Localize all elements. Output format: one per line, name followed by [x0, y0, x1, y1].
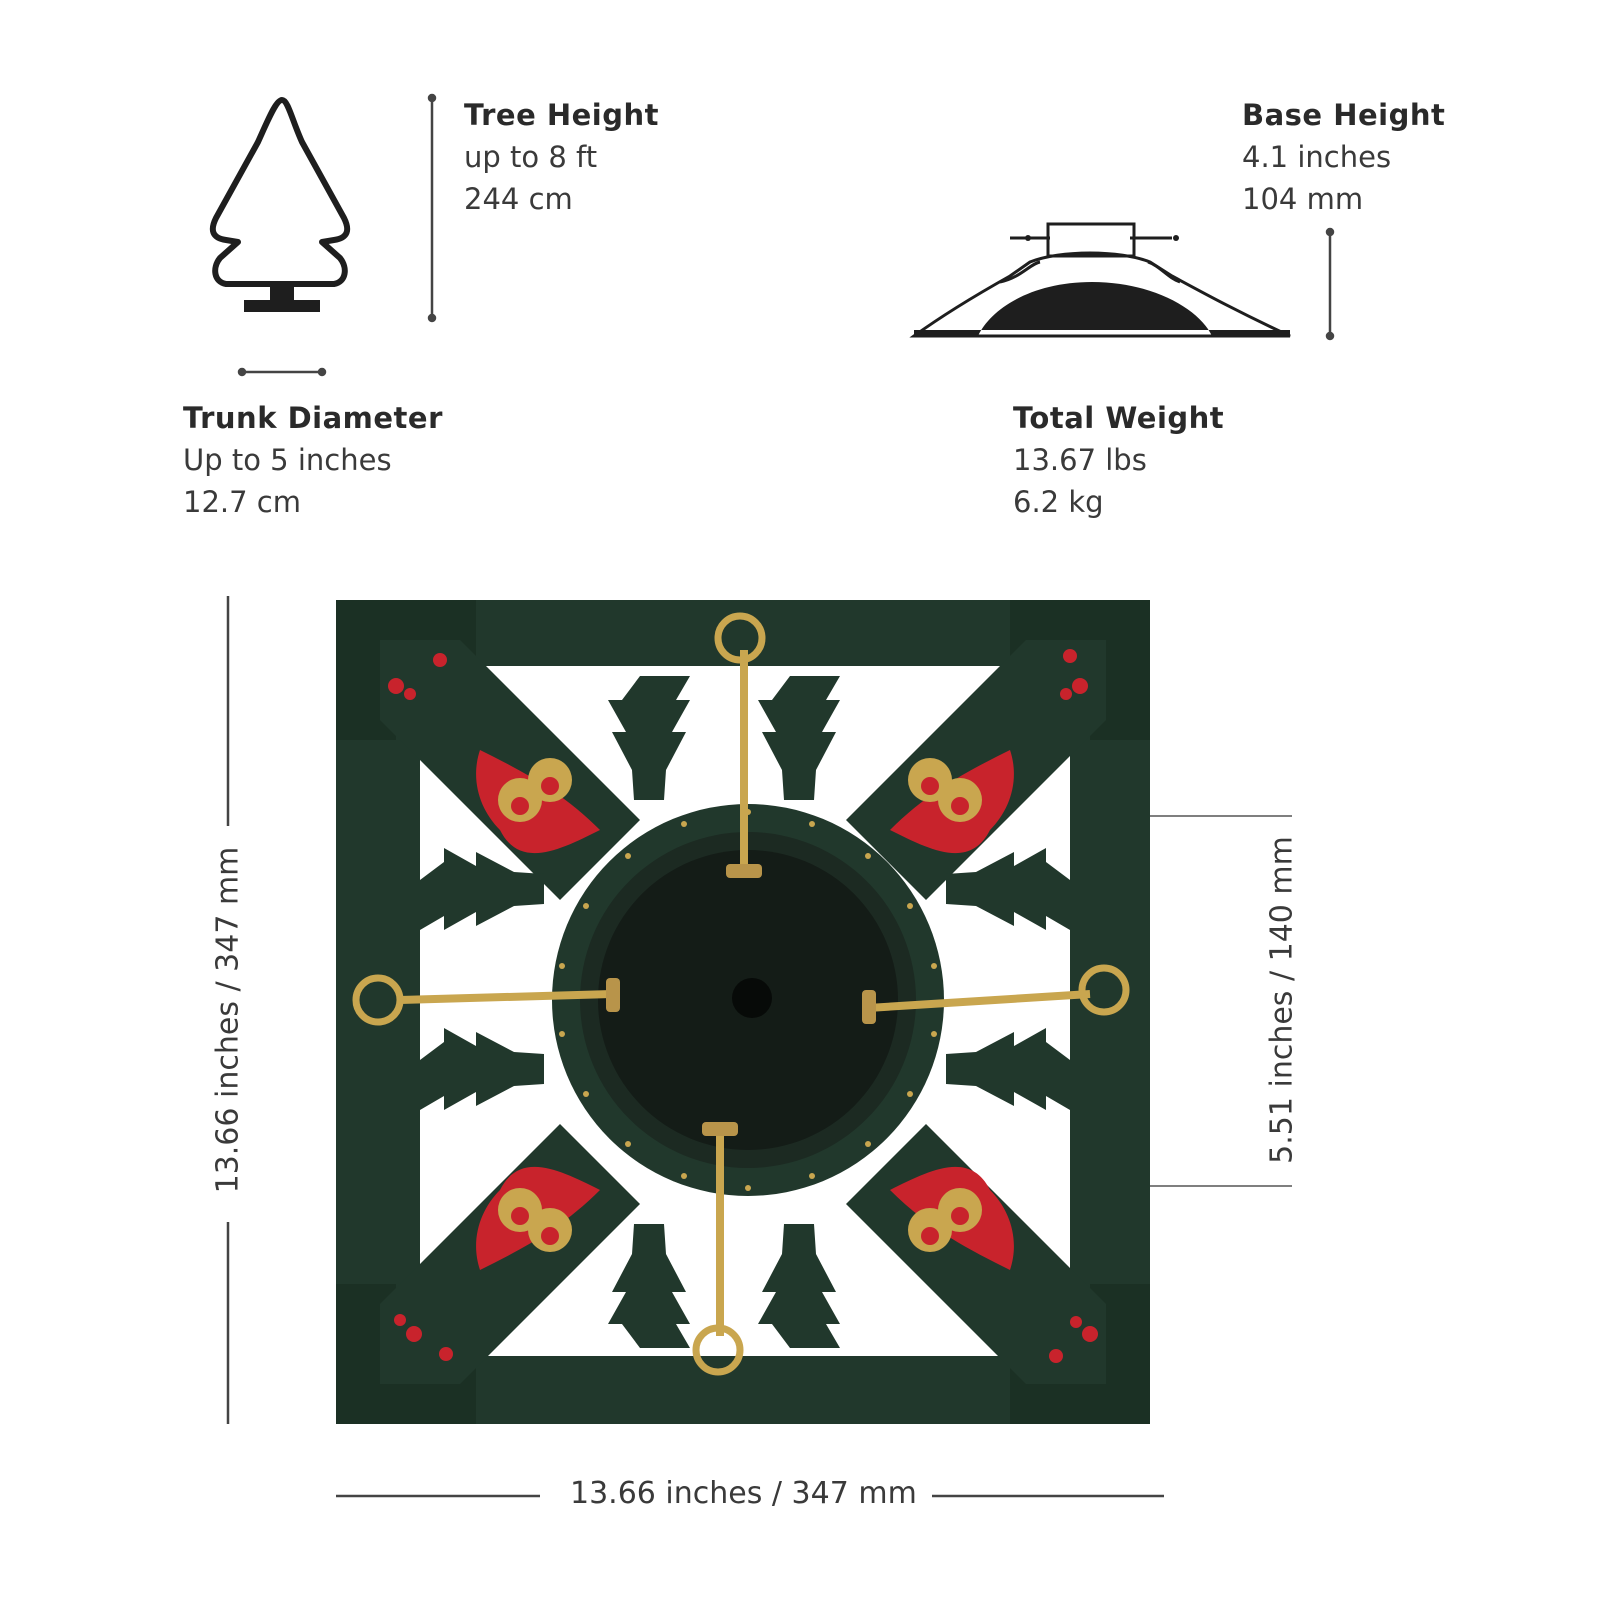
tree-height-line: [427, 93, 437, 323]
base-height-imperial: 4.1 inches: [1242, 140, 1392, 174]
tree-height-metric: 244 cm: [464, 182, 573, 216]
base-height-metric: 104 mm: [1242, 182, 1364, 216]
trunk-diameter-line: [237, 367, 327, 377]
height-dimension-label: 13.66 inches / 347 mm: [210, 846, 246, 1194]
base-height-line: [1325, 227, 1335, 341]
total-weight-imperial: 13.67 lbs: [1013, 443, 1147, 477]
tree-stand-base-icon: [244, 284, 320, 312]
width-dimension-label: 13.66 inches / 347 mm: [570, 1476, 917, 1511]
eye-bolt-top: [714, 612, 766, 878]
trunk-diameter-spec: Trunk Diameter Up to 5 inches 12.7 cm: [183, 397, 443, 523]
bell-decoration-tr: [890, 750, 1014, 854]
base-height-title: Base Height: [1242, 98, 1446, 132]
bell-decoration-tl: [476, 750, 600, 854]
total-weight-title: Total Weight: [1013, 401, 1225, 435]
trunk-diameter-title: Trunk Diameter: [183, 401, 443, 435]
tree-height-spec: Tree Height up to 8 ft 244 cm: [464, 94, 659, 220]
eye-bolt-left: [352, 974, 620, 1026]
eye-bolt-right: [862, 964, 1130, 1024]
eye-bolt-bottom: [692, 1122, 744, 1376]
trunk-diameter-metric: 12.7 cm: [183, 485, 301, 519]
base-profile-icon: [909, 222, 1291, 338]
tree-outline-icon: [209, 97, 351, 287]
base-height-spec: Base Height 4.1 inches 104 mm: [1242, 94, 1445, 220]
tree-height-imperial: up to 8 ft: [464, 140, 598, 174]
trunk-diameter-imperial: Up to 5 inches: [183, 443, 392, 477]
tree-stand-photo: [336, 600, 1150, 1424]
total-weight-metric: 6.2 kg: [1013, 485, 1104, 519]
bowl-diameter-label: 5.51 inches / 140 mm: [1264, 836, 1300, 1164]
bell-decoration-br: [890, 1166, 1014, 1270]
bell-decoration-bl: [476, 1166, 600, 1270]
tree-height-title: Tree Height: [464, 98, 659, 132]
total-weight-spec: Total Weight 13.67 lbs 6.2 kg: [1013, 397, 1224, 523]
